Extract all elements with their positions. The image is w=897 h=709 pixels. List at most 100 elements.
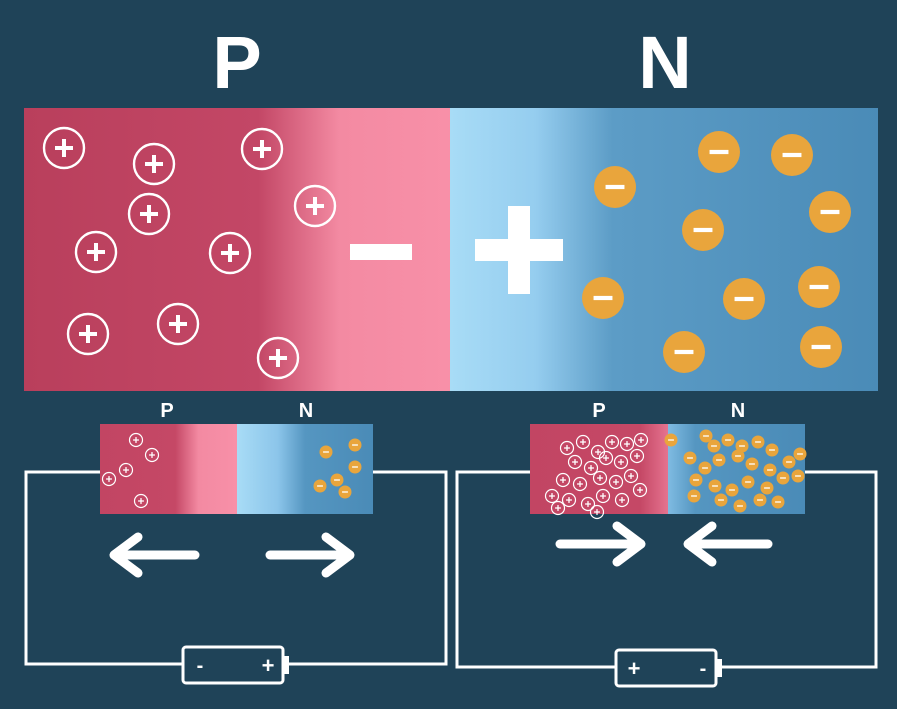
hole-icon: [555, 472, 571, 488]
arrow-right-icon: [555, 521, 646, 567]
electron-icon: [782, 455, 796, 469]
hole-icon: [127, 192, 171, 236]
hole-icon: [632, 482, 648, 498]
hole-icon: [74, 230, 118, 274]
electron-icon: [698, 461, 712, 475]
battery-icon: + -: [614, 648, 722, 688]
arrow-left-icon: [109, 532, 200, 578]
big-n-label: N: [638, 21, 691, 104]
hole-icon: [561, 492, 577, 508]
hole-icon: [133, 493, 149, 509]
hole-icon: [604, 434, 620, 450]
small-left-n-label: N: [299, 400, 313, 422]
hole-icon: [101, 471, 117, 487]
battery-positive-terminal: +: [262, 653, 275, 678]
hole-icon: [66, 312, 110, 356]
battery-icon: - +: [181, 645, 289, 685]
electron-icon: [594, 166, 636, 208]
hole-icon: [42, 126, 86, 170]
big-p-label: P: [212, 21, 261, 104]
wire: [24, 470, 183, 666]
electron-icon: [319, 445, 333, 459]
electron-icon: [348, 460, 362, 474]
hole-icon: [575, 434, 591, 450]
electron-icon: [712, 453, 726, 467]
electron-icon: [809, 191, 851, 233]
battery-positive-terminal: +: [628, 656, 641, 681]
electrons-group: [313, 438, 362, 499]
small-n-region: [668, 424, 805, 514]
hole-icon: [144, 447, 160, 463]
hole-icon: [633, 432, 649, 448]
electron-icon: [791, 469, 805, 483]
electron-icon: [771, 134, 813, 176]
electron-icon: [687, 489, 701, 503]
hole-icon: [614, 492, 630, 508]
wire: [721, 470, 878, 669]
depletion-plus-sign: [475, 206, 563, 294]
hole-icon: [583, 460, 599, 476]
hole-icon: [623, 468, 639, 484]
arrow-left-icon: [683, 521, 773, 567]
hole-icon: [240, 127, 284, 171]
electron-icon: [798, 266, 840, 308]
electron-icon: [663, 331, 705, 373]
hole-icon: [559, 440, 575, 456]
hole-icon: [208, 231, 252, 275]
electron-icon: [699, 429, 713, 443]
electron-icon: [698, 131, 740, 173]
electron-icon: [763, 463, 777, 477]
electron-icon: [793, 447, 807, 461]
electron-icon: [348, 438, 362, 452]
holes-group: [544, 432, 649, 520]
electron-icon: [771, 495, 785, 509]
right-circuit: + -: [455, 424, 878, 688]
big-junction: [24, 108, 878, 391]
hole-icon: [293, 184, 337, 228]
battery-negative-terminal: -: [197, 655, 204, 677]
small-right-n-label: N: [731, 400, 745, 422]
hole-icon: [550, 500, 566, 516]
hole-icon: [629, 448, 645, 464]
hole-icon: [132, 142, 176, 186]
electron-icon: [313, 479, 327, 493]
holes-group: [42, 126, 337, 380]
hole-icon: [595, 488, 611, 504]
battery-negative-terminal: -: [700, 658, 707, 680]
electron-icon: [721, 433, 735, 447]
hole-icon: [128, 432, 144, 448]
electron-icon: [760, 481, 774, 495]
electron-icon: [723, 278, 765, 320]
electron-icon: [338, 485, 352, 499]
electron-icon: [330, 473, 344, 487]
hole-icon: [613, 454, 629, 470]
electron-icon: [682, 209, 724, 251]
small-p-region: [530, 424, 668, 514]
hole-icon: [544, 488, 560, 504]
electron-icon: [751, 435, 765, 449]
hole-icon: [572, 476, 588, 492]
hole-icon: [118, 462, 134, 478]
small-p-region: [100, 424, 237, 514]
electrons-group: [582, 131, 851, 373]
electron-icon: [707, 439, 721, 453]
small-right-p-label: P: [592, 400, 605, 422]
electron-icon: [708, 479, 722, 493]
small-left-p-label: P: [160, 400, 173, 422]
wire: [288, 470, 448, 666]
holes-group: [101, 432, 160, 509]
electron-icon: [800, 326, 842, 368]
electron-icon: [776, 471, 790, 485]
hole-icon: [580, 496, 596, 512]
hole-icon: [592, 470, 608, 486]
hole-icon: [619, 436, 635, 452]
hole-icon: [598, 450, 614, 466]
electron-icon: [731, 449, 745, 463]
wire: [455, 470, 616, 669]
electrons-group: [664, 429, 807, 513]
depletion-minus-sign: [350, 244, 412, 260]
electron-icon: [765, 443, 779, 457]
electron-icon: [741, 475, 755, 489]
left-circuit: - +: [24, 424, 448, 685]
